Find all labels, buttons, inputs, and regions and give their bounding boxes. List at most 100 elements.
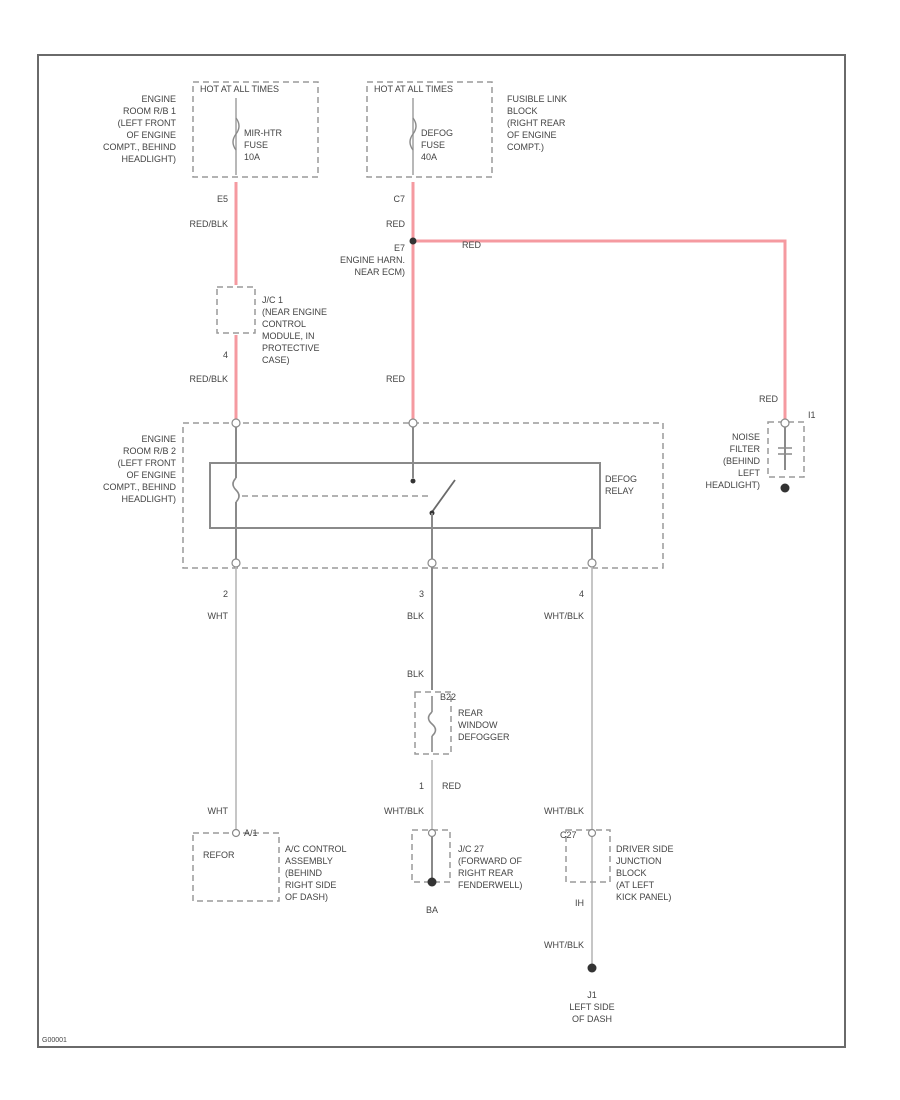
mirror-fuse-name: MIR-HTR (244, 128, 282, 138)
svg-text:J/C 27: J/C 27 (458, 844, 484, 854)
jc27-label: J/C 27 (FORWARD OF RIGHT REAR FENDERWELL… (458, 844, 522, 890)
left-dash-label-1: LEFT SIDE (569, 1002, 614, 1012)
noise-filter-pin-label: I1 (808, 410, 816, 420)
svg-text:FILTER: FILTER (730, 444, 761, 454)
ground-j1-label: J1 (587, 990, 597, 1000)
left-dash-label-2: OF DASH (572, 1014, 612, 1024)
svg-text:DEFOGGER: DEFOGGER (458, 732, 510, 742)
jc1-connector (216, 286, 256, 334)
wire-label-wht-1: WHT (208, 611, 229, 621)
ac-control-label: A/C CONTROL ASSEMBLY (BEHIND RIGHT SIDE … (285, 844, 347, 902)
svg-text:OF ENGINE: OF ENGINE (507, 130, 557, 140)
engine-harness-line-2: NEAR ECM) (354, 267, 405, 277)
junction-block-connector (565, 829, 611, 883)
wire-label-red-1: RED (386, 219, 406, 229)
wire-label-blk-1: BLK (407, 611, 424, 621)
wire-label-red-short: RED (442, 781, 462, 791)
rear-defogger-label: REAR WINDOW DEFOGGER (458, 708, 510, 742)
wire-label-wht-2: WHT (208, 806, 229, 816)
defog-fuse-icon (409, 98, 417, 175)
svg-text:COMPT.): COMPT.) (507, 142, 544, 152)
svg-text:BLOCK: BLOCK (616, 868, 647, 878)
diagram-frame (37, 54, 846, 1048)
defog-relay-label-1: DEFOG (605, 474, 637, 484)
hot-label-1: HOT AT ALL TIMES (200, 84, 279, 94)
wire-label-wht-blk-3: WHT/BLK (544, 806, 584, 816)
svg-text:OF DASH): OF DASH) (285, 892, 328, 902)
pin-3: 3 (419, 589, 424, 599)
ac-pin-label: A/1 (244, 828, 258, 838)
svg-text:(FORWARD OF: (FORWARD OF (458, 856, 522, 866)
svg-text:OF ENGINE: OF ENGINE (126, 130, 176, 140)
svg-text:RIGHT REAR: RIGHT REAR (458, 868, 514, 878)
engine-room-rb2-label: ENGINE ROOM R/B 2 (LEFT FRONT OF ENGINE … (103, 434, 177, 504)
jc27-connector (411, 829, 451, 883)
defog-relay-label-2: RELAY (605, 486, 634, 496)
wire-red-noise-filter (413, 239, 787, 420)
ac-control-box (192, 832, 280, 902)
junction-pin-ih: IH (575, 898, 584, 908)
svg-text:WINDOW: WINDOW (458, 720, 498, 730)
ac-pin (231, 828, 241, 838)
svg-text:FENDERWELL): FENDERWELL) (458, 880, 522, 890)
jc27-ground-icon (427, 877, 437, 887)
svg-text:PROTECTIVE: PROTECTIVE (262, 343, 320, 353)
svg-text:(LEFT FRONT: (LEFT FRONT (118, 458, 177, 468)
svg-text:JUNCTION: JUNCTION (616, 856, 662, 866)
svg-text:CONTROL: CONTROL (262, 319, 306, 329)
svg-text:ROOM R/B 1: ROOM R/B 1 (123, 106, 176, 116)
wire-label-wht-blk-4: WHT/BLK (544, 940, 584, 950)
svg-text:(AT LEFT: (AT LEFT (616, 880, 655, 890)
wire-label-wht-blk-2: WHT/BLK (384, 806, 424, 816)
svg-text:MODULE, IN: MODULE, IN (262, 331, 315, 341)
engine-room-rb1-label: ENGINE ROOM R/B 1 (LEFT FRONT OF ENGINE … (103, 94, 177, 164)
svg-text:HEADLIGHT): HEADLIGHT) (705, 480, 760, 490)
svg-text:HEADLIGHT): HEADLIGHT) (121, 494, 176, 504)
relay-coil-icon (232, 427, 428, 559)
engine-room-rb2-box (182, 422, 664, 569)
svg-text:FUSIBLE LINK: FUSIBLE LINK (507, 94, 567, 104)
junction-block-pin-label: C27 (560, 830, 577, 840)
noise-filter-connector (767, 421, 805, 478)
svg-text:(LEFT FRONT: (LEFT FRONT (118, 118, 177, 128)
relay-switch-icon (410, 427, 456, 559)
svg-text:(BEHIND: (BEHIND (723, 456, 761, 466)
svg-text:REAR: REAR (458, 708, 484, 718)
wire-label-wht-blk-1: WHT/BLK (544, 611, 584, 621)
svg-text:(RIGHT REAR: (RIGHT REAR (507, 118, 566, 128)
jc27-pin (427, 828, 437, 838)
splice-e7-dot (409, 237, 417, 245)
svg-text:HEADLIGHT): HEADLIGHT) (121, 154, 176, 164)
relay-pin-bottom-left (231, 558, 241, 568)
defog-fuse-word: FUSE (421, 140, 445, 150)
defogger-pin-label: B22 (440, 692, 456, 702)
rear-defogger-connector (414, 691, 452, 755)
pin-4-right: 4 (579, 589, 584, 599)
svg-text:OF ENGINE: OF ENGINE (126, 470, 176, 480)
wire-label-red-4: RED (759, 394, 779, 404)
wire-label-red-blk-1: RED/BLK (189, 219, 228, 229)
ground-ba-label: BA (426, 905, 438, 915)
relay-pin-bottom-mid (427, 558, 437, 568)
svg-text:DRIVER SIDE: DRIVER SIDE (616, 844, 674, 854)
relay-pin-top-mid (408, 418, 418, 428)
svg-text:COMPT., BEHIND: COMPT., BEHIND (103, 482, 177, 492)
mirror-fuse-icon (232, 98, 240, 175)
splice-e7-label: E7 (394, 243, 405, 253)
pin-2: 2 (223, 589, 228, 599)
svg-text:ENGINE: ENGINE (141, 434, 176, 444)
wire-label-red-2: RED (462, 240, 482, 250)
junction-block-label: DRIVER SIDE JUNCTION BLOCK (AT LEFT KICK… (616, 844, 674, 902)
junction-block-pin (587, 828, 597, 838)
engine-harness-line-1: ENGINE HARN. (340, 255, 405, 265)
svg-text:J/C 1: J/C 1 (262, 295, 283, 305)
pin-c7: C7 (393, 194, 405, 204)
svg-text:BLOCK: BLOCK (507, 106, 538, 116)
svg-text:LEFT: LEFT (738, 468, 761, 478)
svg-text:NOISE: NOISE (732, 432, 760, 442)
noise-filter-ground-icon (780, 483, 790, 493)
defog-fuse-box (366, 81, 493, 178)
relay-pin-top-left (231, 418, 241, 428)
svg-text:ASSEMBLY: ASSEMBLY (285, 856, 333, 866)
